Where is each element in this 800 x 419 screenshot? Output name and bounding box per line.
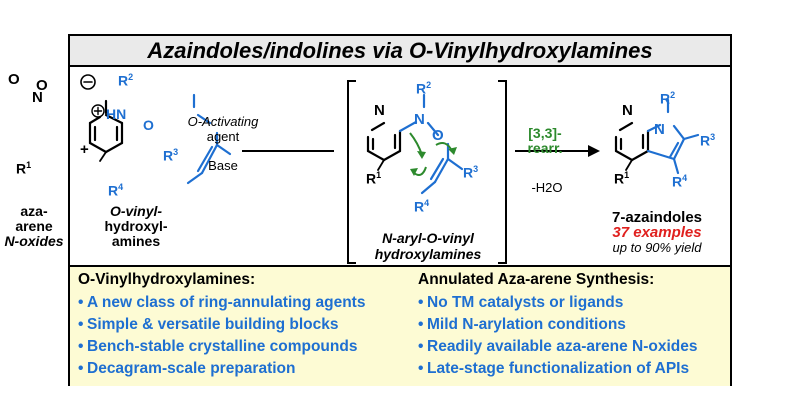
label-sigmatropic-rearrangement: [3,3]- rearr.	[527, 125, 563, 156]
atom-O-intermediate: O	[432, 127, 444, 144]
product-pyrrole-ring	[646, 98, 700, 175]
label-r1-product: R1	[614, 170, 630, 187]
atom-O-minus: O	[8, 71, 20, 88]
abstract-title: Azaindoles/indolines via O-Vinylhydroxyl…	[70, 36, 730, 67]
label-r4-product: R4	[672, 173, 688, 190]
right-item: •Late-stage functionalization of APIs	[418, 360, 690, 377]
reagent-base: Base	[208, 158, 238, 173]
atom-N-intermediate: N	[414, 111, 425, 128]
left-item: •Bench-stable crystalline compounds	[78, 338, 358, 355]
graphical-abstract-frame: Azaindoles/indolines via O-Vinylhydroxyl…	[4, 34, 732, 386]
vinylhydroxylamine-structure	[186, 93, 232, 185]
left-item: •Decagram-scale preparation	[78, 360, 296, 377]
pyridine-n-oxide-ring	[88, 99, 124, 154]
label-o-vinylhydroxylamines: O-vinyl- hydroxyl- amines	[104, 203, 168, 249]
right-summary-column: Annulated Aza-arene Synthesis: •No TM ca…	[418, 271, 698, 380]
intermediate-pyridine-ring	[366, 121, 402, 171]
label-r3-product: R3	[700, 132, 716, 149]
label-r2-product: R2	[660, 90, 676, 107]
label-r3-intermediate: R3	[463, 164, 479, 181]
atom-N-pyridine-product: N	[622, 102, 633, 119]
product-summary: 7-azaindoles 37 examples up to 90% yield	[611, 209, 703, 255]
atom-N-pyridine-intermediate: N	[374, 102, 385, 119]
label-r2-reagent: R2	[118, 72, 134, 89]
left-summary-column: O-Vinylhydroxylamines: •A new class of r…	[78, 271, 365, 380]
negative-charge-icon	[80, 74, 96, 90]
reaction-scheme	[80, 74, 700, 264]
intermediate-brackets	[347, 80, 507, 264]
atom-O-oxide: O	[36, 77, 48, 94]
label-r3-reagent: R3	[163, 147, 179, 164]
left-heading: O-Vinylhydroxylamines:	[78, 271, 256, 288]
summary-panel: O-Vinylhydroxylamines: •A new class of r…	[70, 265, 730, 386]
right-item: •Mild N-arylation conditions	[418, 316, 626, 333]
label-intermediate: N-aryl-O-vinyl hydroxylamines	[374, 230, 482, 262]
label-HN: HN	[106, 106, 127, 122]
reaction-arrow-2	[515, 145, 600, 157]
label-O-reagent: O	[143, 117, 154, 133]
plus-sign: +	[80, 141, 89, 158]
left-item: •A new class of ring-annulating agents	[78, 294, 366, 311]
label-r4-intermediate: R4	[414, 198, 430, 215]
label-r4-reagent: R4	[108, 182, 124, 199]
left-item: •Simple & versatile building blocks	[78, 316, 339, 333]
atom-N-pyrrole-product: N	[654, 121, 665, 138]
label-r2-intermediate: R2	[416, 80, 432, 97]
reagent-activating-agent: O-Activating agent	[187, 114, 259, 144]
label-aza-arene-n-oxides: aza- arene N-oxides	[4, 203, 64, 249]
right-item: •Readily available aza-arene N-oxides	[418, 338, 698, 355]
product-pyridine-ring	[614, 121, 650, 171]
label-r1-left: R1	[16, 160, 32, 177]
intermediate-vinyl-part	[398, 93, 464, 195]
label-r1-intermediate: R1	[366, 170, 382, 187]
positive-charge-icon	[91, 104, 105, 118]
right-heading: Annulated Aza-arene Synthesis:	[418, 271, 655, 288]
right-item: •No TM catalysts or ligands	[418, 294, 624, 311]
atom-N-oxide: N	[32, 89, 43, 106]
label-water-loss: -H2O	[531, 180, 563, 195]
